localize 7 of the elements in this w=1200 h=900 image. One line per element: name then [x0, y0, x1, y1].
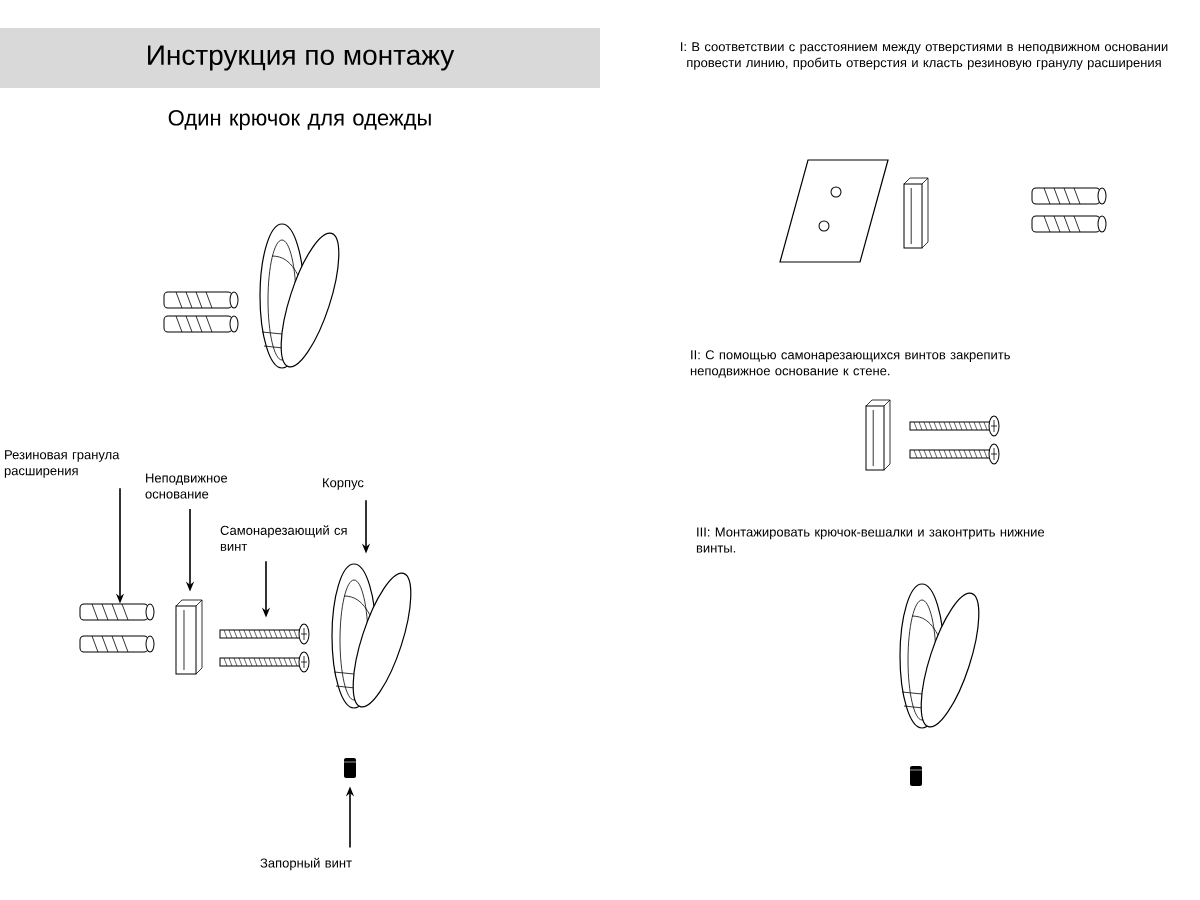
subtitle: Один крючок для одежды	[168, 110, 431, 130]
set-screw-drawing	[343, 758, 357, 778]
hook-body-drawing	[331, 563, 412, 709]
wall-anchor-drawing	[79, 603, 155, 653]
screw-drawing	[219, 623, 310, 673]
title-band: Инструкция по монтажу	[0, 28, 600, 88]
mounting-base-drawing	[175, 599, 203, 675]
